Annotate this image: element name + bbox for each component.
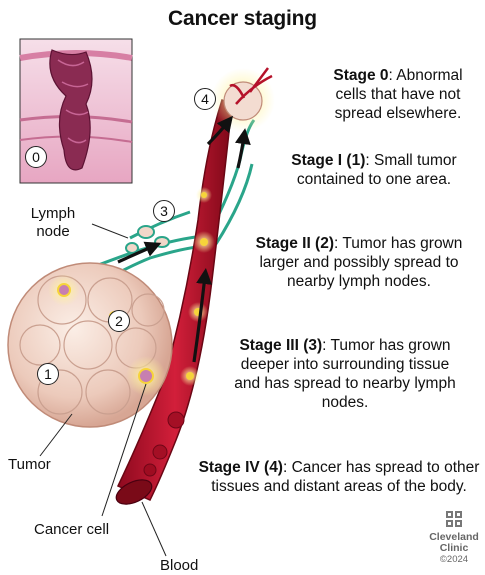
distant-site: [211, 68, 275, 132]
stage-4-heading: Stage IV (4): [199, 459, 283, 476]
stage-1-text: Stage I (1): Small tumor contained to on…: [268, 151, 480, 189]
clinic-cross-icon: [446, 511, 462, 527]
stage-0-heading: Stage 0: [333, 67, 388, 84]
logo-copyright: ©2024: [424, 554, 484, 565]
stage-2-text: Stage II (2): Tumor has grown larger and…: [250, 234, 468, 291]
label-tumor: Tumor: [8, 456, 51, 474]
label-lymph-node: Lymph node: [18, 205, 88, 241]
label-cancer-cell: Cancer cell: [34, 521, 109, 539]
label-blood: Blood: [160, 557, 198, 575]
stage-4-text: Stage IV (4): Cancer has spread to other…: [196, 458, 482, 496]
tumor: [8, 263, 172, 427]
stage-2-heading: Stage II (2): [256, 235, 334, 252]
stage-0-text: Stage 0: Abnormal cells that have not sp…: [316, 66, 480, 123]
stage-3-heading: Stage III (3): [239, 337, 322, 354]
marker-2: 2: [108, 310, 130, 332]
logo-line-2: Clinic: [424, 543, 484, 554]
stage-1-heading: Stage I (1): [291, 152, 365, 169]
marker-4: 4: [194, 88, 216, 110]
marker-1: 1: [37, 363, 59, 385]
cleveland-clinic-logo: Cleveland Clinic ©2024: [424, 511, 484, 565]
stage-3-text: Stage III (3): Tumor has grown deeper in…: [232, 336, 458, 412]
marker-0: 0: [25, 146, 47, 168]
marker-3: 3: [153, 200, 175, 222]
